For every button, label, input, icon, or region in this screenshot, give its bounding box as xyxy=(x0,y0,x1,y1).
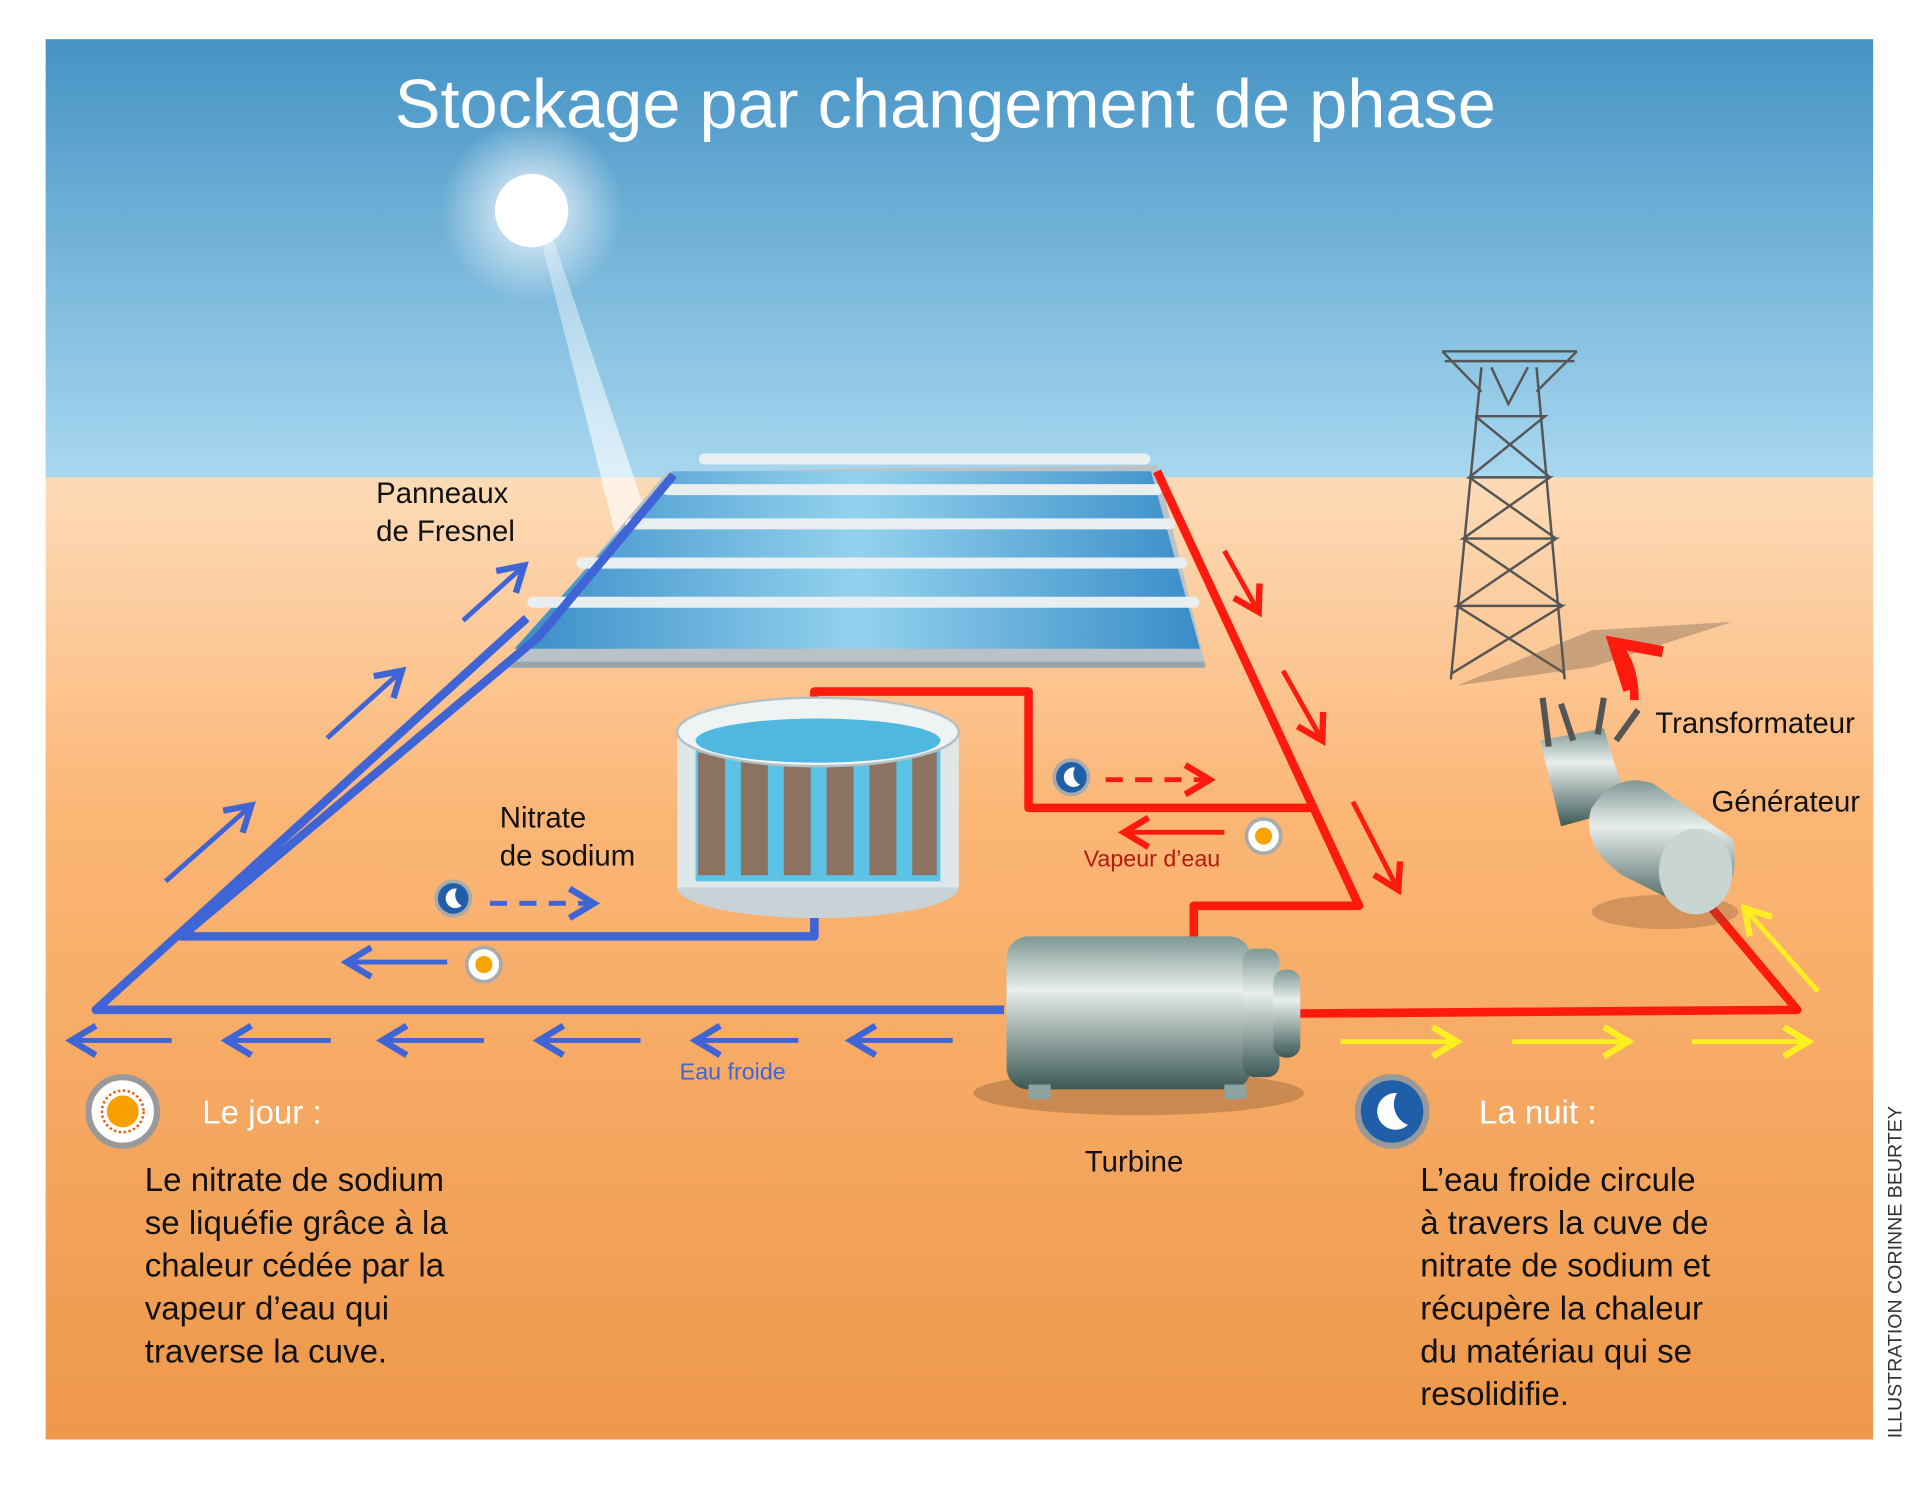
sky xyxy=(45,39,1874,480)
steam-label: Vapeur d’eau xyxy=(1084,846,1221,872)
sun-icon xyxy=(464,945,503,984)
sodium-nitrate-tank xyxy=(676,696,960,919)
generator xyxy=(1588,780,1739,930)
fresnel-label: Panneaux xyxy=(376,477,509,510)
electricity-arrows xyxy=(1340,903,1820,1060)
fresnel-label: de Fresnel xyxy=(376,515,515,548)
day-description: Le nitrate de sodium se liquéfie grâce à… xyxy=(145,1162,457,1370)
cold-flow-arrows xyxy=(65,561,953,1058)
day-legend-icon xyxy=(85,1074,161,1149)
turbine xyxy=(973,936,1304,1116)
moon-icon xyxy=(434,879,473,918)
illustration-credit: ILLUSTRATION CORINNE BEURTEY xyxy=(1884,1106,1906,1438)
turbine-label: Turbine xyxy=(1085,1145,1183,1178)
night-heading: La nuit : xyxy=(1479,1095,1597,1132)
page-title: Stockage par changement de phase xyxy=(395,65,1496,142)
cold-water-pipe xyxy=(91,472,1005,1015)
steam-flow-arrows xyxy=(1105,549,1404,896)
day-heading: Le jour : xyxy=(202,1095,321,1132)
transformer-label: Transformateur xyxy=(1655,707,1855,740)
night-legend-icon xyxy=(1354,1074,1430,1149)
transformer-output-arrow xyxy=(1605,635,1664,701)
sun-icon xyxy=(1244,817,1283,856)
night-description: L’eau froide circule à travers la cuve d… xyxy=(1420,1162,1719,1413)
generator-label: Générateur xyxy=(1712,786,1861,819)
nitrate-label: de sodium xyxy=(500,839,635,872)
sun xyxy=(494,173,569,248)
cold-water-label: Eau froide xyxy=(680,1059,786,1085)
nitrate-label: Nitrate xyxy=(500,801,586,834)
power-pylon xyxy=(1441,350,1578,680)
fresnel-panels xyxy=(502,453,1207,668)
moon-icon xyxy=(1052,758,1091,797)
